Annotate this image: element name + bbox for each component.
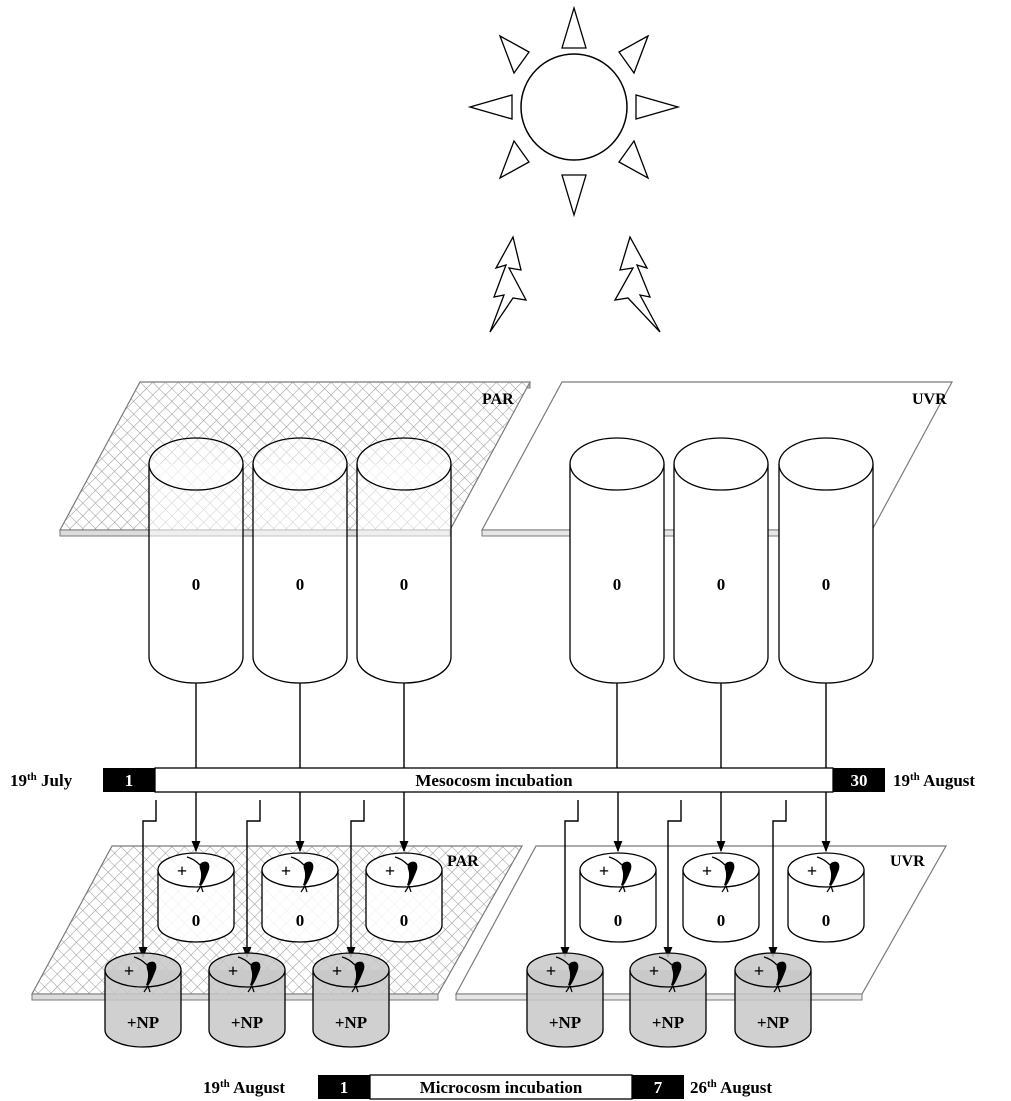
- mesocosm-connectors: [195, 683, 827, 768]
- plus-sign: +: [124, 961, 134, 981]
- plus-sign: +: [649, 961, 659, 981]
- control-label: 0: [614, 911, 623, 930]
- microcosm-cylinders: +0+0+0+0+0+0++NP++NP++NP++NP++NP++NP: [104, 852, 865, 1048]
- mesocosm-cylinders: 0 0 0 0 0 0: [148, 437, 874, 684]
- plus-sign: +: [281, 861, 291, 881]
- np-microcosm: + +NP: [104, 952, 182, 1048]
- control-label: 0: [717, 911, 726, 930]
- mesocosm-label: 0: [192, 575, 201, 594]
- mesocosm-label: 0: [613, 575, 622, 594]
- mesocosm-cylinder: 0: [569, 437, 665, 684]
- mesocosm-cylinder: 0: [252, 437, 348, 684]
- meso-uvr-label: UVR: [912, 391, 947, 408]
- mesocosm-cylinder: 0: [148, 437, 244, 684]
- np-label: +NP: [757, 1013, 789, 1032]
- microcosm-timeline: 19th August 1 Microcosm incubation 7 26t…: [203, 1074, 772, 1100]
- meso-par-label: PAR: [482, 391, 514, 408]
- micro-day-start-box: [318, 1075, 370, 1099]
- control-microcosm: +0: [261, 852, 339, 943]
- mesocosm-label: 0: [822, 575, 831, 594]
- arrow-to-np: [346, 800, 365, 959]
- meso-day-start: 1: [125, 771, 134, 790]
- plus-sign: +: [546, 961, 556, 981]
- sun-icon: [467, 5, 681, 218]
- np-label: +NP: [127, 1013, 159, 1032]
- plus-sign: +: [599, 861, 609, 881]
- micro-end-date: 26th August: [690, 1078, 772, 1097]
- mesocosm-label: 0: [400, 575, 409, 594]
- micro-day-start: 1: [340, 1078, 349, 1097]
- np-microcosm: + +NP: [312, 952, 390, 1048]
- plus-sign: +: [332, 961, 342, 981]
- control-microcosm: +0: [157, 852, 235, 943]
- plus-sign: +: [754, 961, 764, 981]
- microcosm-arrows: [138, 792, 831, 959]
- lightning-icon: [613, 235, 661, 333]
- control-label: 0: [400, 911, 409, 930]
- micro-start-date: 19th August: [203, 1078, 285, 1097]
- meso-day-end-box: [833, 768, 885, 792]
- meso-day-start-box: [103, 768, 155, 792]
- arrow-to-np: [138, 800, 157, 959]
- mesocosm-label: 0: [296, 575, 305, 594]
- control-label: 0: [192, 911, 201, 930]
- micro-par-label: PAR: [447, 853, 479, 870]
- np-microcosm: + +NP: [208, 952, 286, 1048]
- control-microcosm: +0: [682, 852, 760, 943]
- np-label: +NP: [652, 1013, 684, 1032]
- meso-bar: [154, 767, 834, 793]
- arrow-to-np: [768, 800, 787, 959]
- np-microcosm: + +NP: [734, 952, 812, 1048]
- mesocosm-cylinder: 0: [673, 437, 769, 684]
- meso-bar-label: Mesocosm incubation: [415, 771, 573, 790]
- mesocosm-timeline: 19th July 1 Mesocosm incubation 30 19th …: [10, 767, 975, 793]
- mesocosm-cylinder: 0: [778, 437, 874, 684]
- np-label: +NP: [335, 1013, 367, 1032]
- micro-day-end: 7: [654, 1078, 663, 1097]
- arrow-to-np: [663, 800, 682, 959]
- plus-sign: +: [807, 861, 817, 881]
- np-microcosm: + +NP: [526, 952, 604, 1048]
- micro-bar: [369, 1074, 633, 1100]
- mesocosm-cylinder: 0: [356, 437, 452, 684]
- mesocosm-label: 0: [717, 575, 726, 594]
- control-microcosm: +0: [365, 852, 443, 943]
- micro-uvr-label: UVR: [890, 853, 925, 870]
- meso-end-date: 19th August: [893, 771, 975, 790]
- np-label: +NP: [231, 1013, 263, 1032]
- plus-sign: +: [177, 861, 187, 881]
- plus-sign: +: [228, 961, 238, 981]
- micro-bar-label: Microcosm incubation: [420, 1078, 583, 1097]
- lightning-icon: [489, 235, 528, 333]
- control-microcosm: +0: [579, 852, 657, 943]
- plus-sign: +: [385, 861, 395, 881]
- control-microcosm: +0: [787, 852, 865, 943]
- meso-start-date: 19th July: [10, 771, 73, 790]
- np-label: +NP: [549, 1013, 581, 1032]
- np-microcosm: + +NP: [629, 952, 707, 1048]
- arrow-to-np: [560, 800, 579, 959]
- plus-sign: +: [702, 861, 712, 881]
- arrow-to-np: [242, 800, 261, 959]
- meso-day-end: 30: [851, 771, 868, 790]
- control-label: 0: [296, 911, 305, 930]
- control-label: 0: [822, 911, 831, 930]
- micro-day-end-box: [632, 1075, 684, 1099]
